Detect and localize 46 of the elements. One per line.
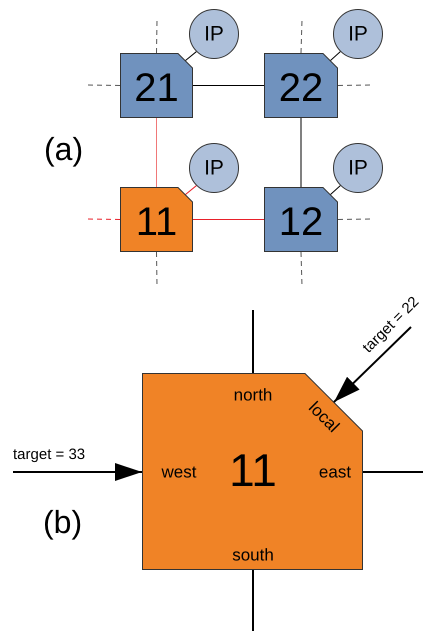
router-number: 21	[134, 68, 179, 108]
link-line	[156, 118, 157, 188]
port-label: south	[232, 546, 274, 564]
link-line	[300, 118, 302, 188]
dashed-link-stub	[338, 84, 372, 86]
router-number: 22	[278, 68, 324, 108]
link-line	[185, 51, 197, 61]
port-label: north	[234, 386, 272, 404]
router-box	[264, 53, 338, 118]
ip-core-circle	[189, 143, 239, 193]
link-line	[252, 310, 254, 373]
dashed-link-stub	[86, 218, 120, 220]
ip-label: IP	[204, 158, 224, 178]
ip-core-circle	[333, 143, 383, 193]
ip-label: IP	[348, 158, 368, 178]
link-line	[252, 570, 254, 631]
router-number: 11	[229, 447, 277, 493]
dashed-link-stub	[338, 218, 372, 220]
dashed-link-stub	[86, 84, 120, 86]
ip-label: IP	[204, 24, 224, 44]
router-box	[120, 187, 193, 252]
dashed-link-stub	[300, 252, 302, 286]
ip-core-circle	[333, 9, 383, 59]
router-box	[120, 53, 193, 118]
router-box	[142, 373, 363, 570]
router-number: 12	[278, 202, 324, 242]
panel-label: (b)	[43, 506, 82, 538]
panel-label: (a)	[44, 133, 84, 165]
link-line	[330, 51, 341, 61]
link-line	[192, 85, 264, 86]
link-line	[192, 219, 264, 220]
port-label: west	[162, 464, 196, 480]
dashed-link-stub	[156, 252, 158, 286]
ip-label: IP	[348, 24, 368, 44]
port-label: east	[318, 464, 352, 480]
edge-label: target = 33	[13, 447, 86, 462]
router-box	[264, 187, 338, 252]
link-line	[363, 471, 423, 473]
dashed-link-stub	[300, 20, 302, 54]
arrow	[333, 326, 412, 403]
dashed-link-stub	[156, 20, 158, 54]
link-line	[330, 185, 341, 195]
router-number: 11	[136, 202, 178, 242]
arrow	[13, 463, 142, 481]
link-line	[185, 185, 197, 195]
ip-core-circle	[189, 9, 239, 59]
